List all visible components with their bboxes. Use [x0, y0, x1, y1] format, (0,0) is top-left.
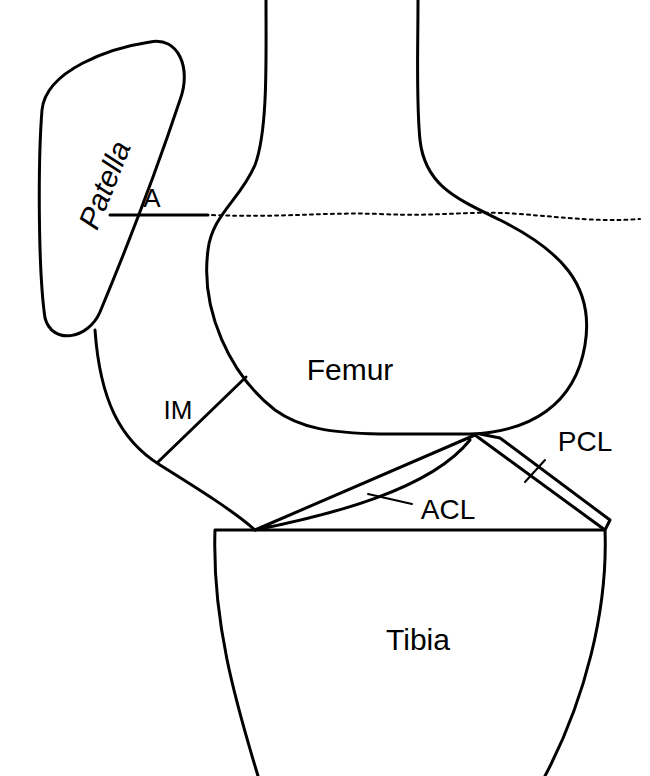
dimension-label: IM	[164, 397, 193, 423]
tibia-outline	[215, 530, 606, 776]
part-name: Patella	[74, 137, 136, 233]
femur-outline	[207, 0, 587, 434]
acl-leader	[368, 494, 412, 504]
a-line	[110, 214, 208, 217]
part-name: PCL	[558, 428, 612, 456]
im-line	[158, 377, 246, 462]
patella-outline	[39, 41, 184, 336]
femur-dotted-line	[212, 213, 640, 220]
part-name: Femur	[307, 355, 394, 385]
pcl-leader	[525, 460, 545, 482]
dimension-label: A	[143, 185, 160, 211]
part-name: Tibia	[386, 625, 450, 655]
acl-band	[255, 435, 475, 530]
part-name: ACL	[421, 496, 475, 524]
patellar-tendon	[95, 330, 255, 530]
